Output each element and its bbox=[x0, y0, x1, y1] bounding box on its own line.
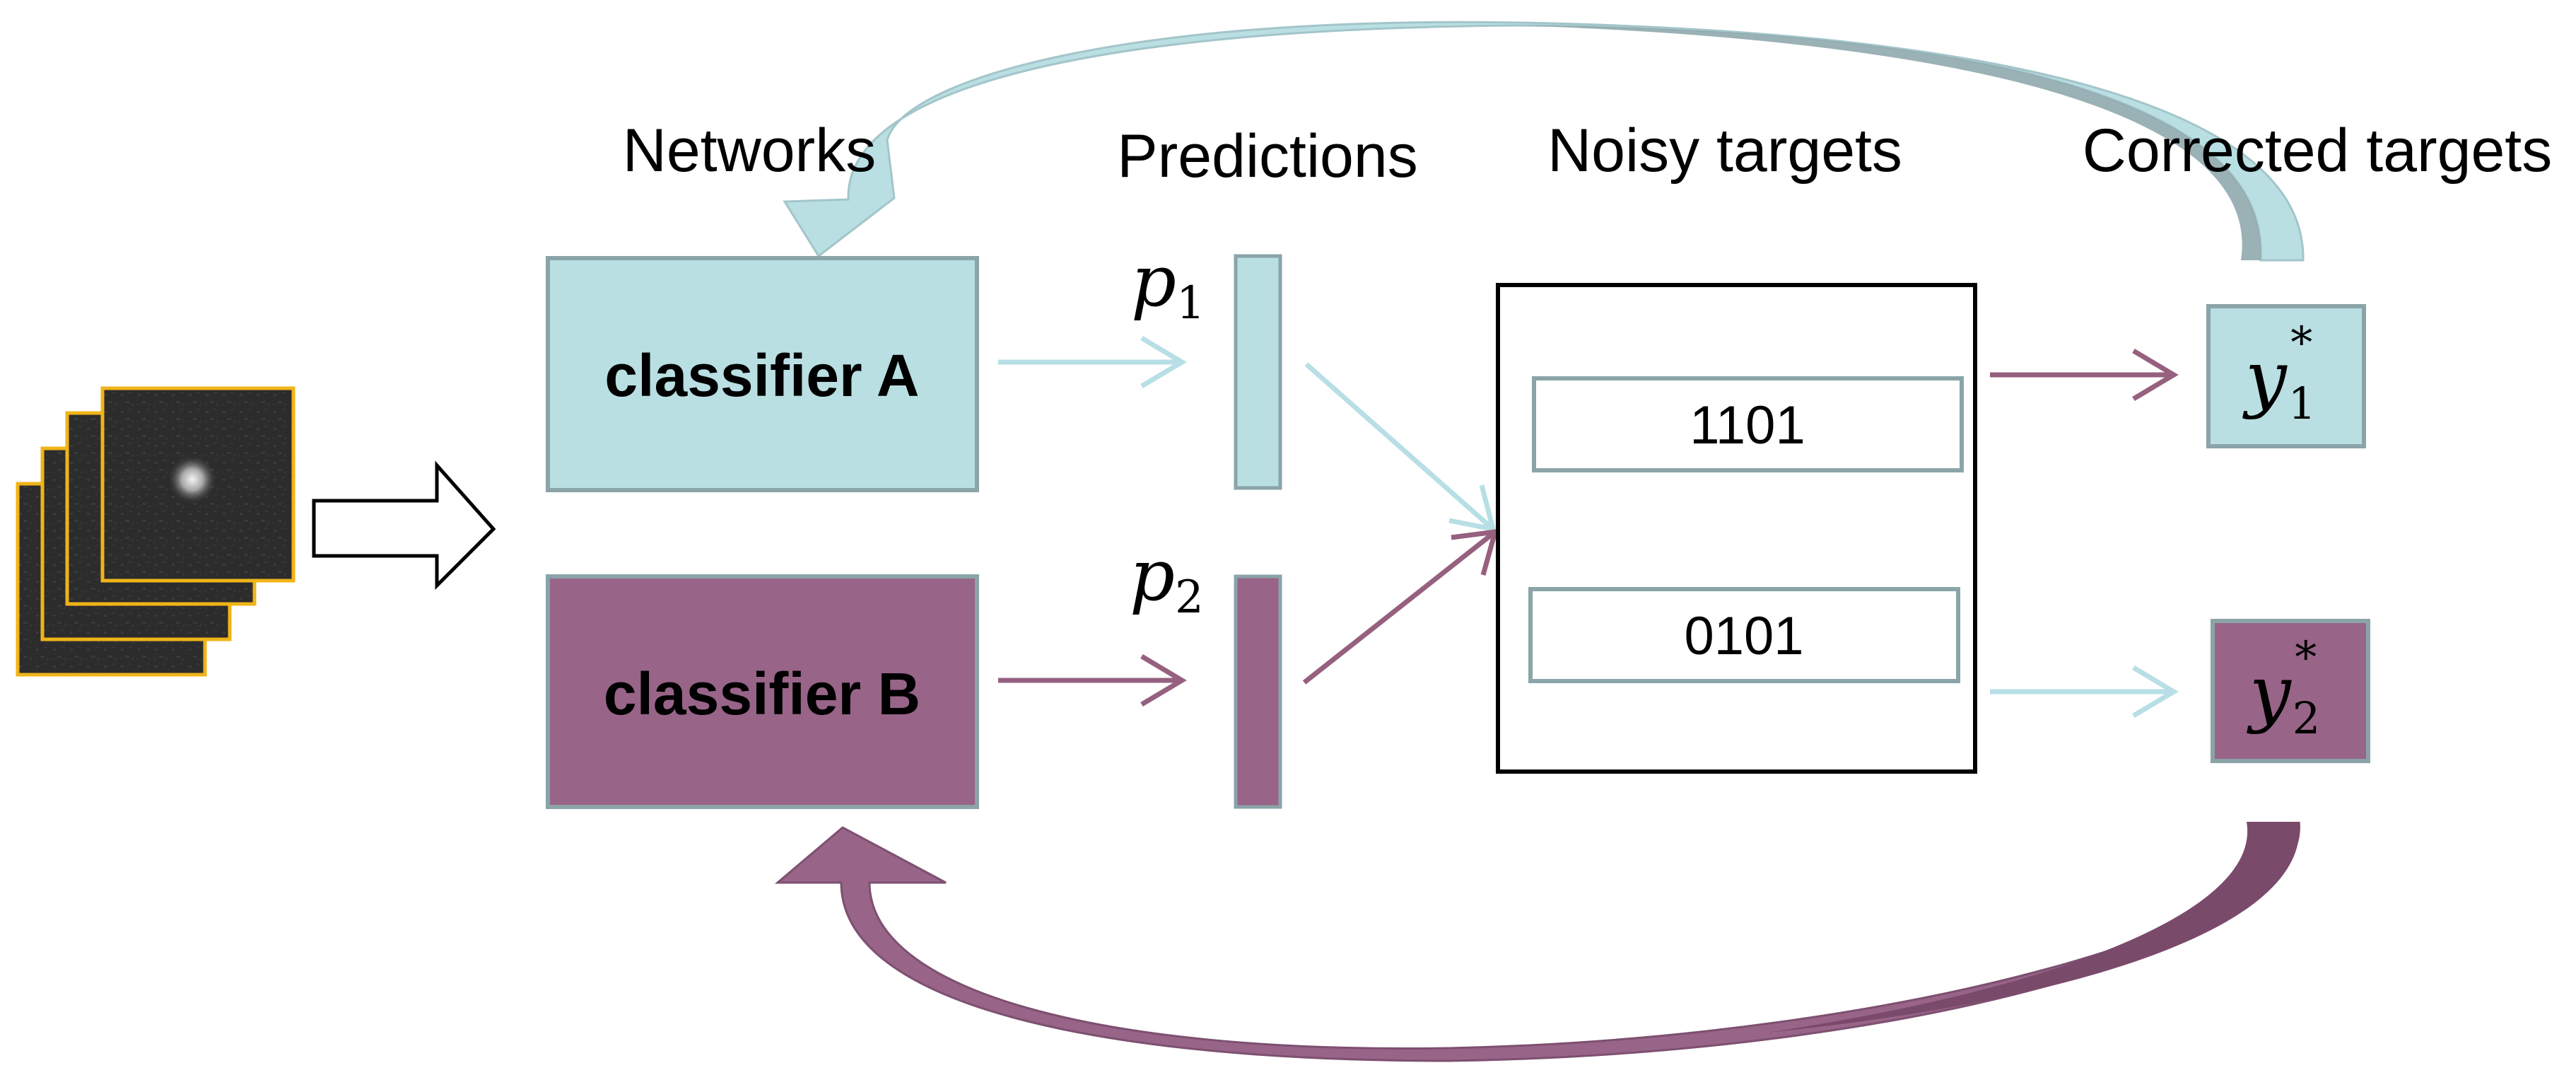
classifier-b-label: classifier B bbox=[604, 661, 920, 727]
y2-label: y2* bbox=[2247, 632, 2320, 744]
noisy-target-2-field bbox=[1528, 587, 1960, 683]
classifier-b-box: classifier B bbox=[546, 574, 979, 809]
noisy-targets-header: Noisy targets bbox=[1547, 117, 1902, 185]
noisy-target-1-field bbox=[1532, 376, 1964, 472]
classifier-a-box: classifier A bbox=[546, 256, 979, 492]
prediction-bar-p1 bbox=[1234, 254, 1282, 490]
y1-label: y1* bbox=[2242, 317, 2316, 429]
predictions-header: Predictions bbox=[1117, 122, 1417, 190]
corrected-target-y2-box: y2* bbox=[2211, 619, 2370, 763]
classifier-a-label: classifier A bbox=[604, 342, 919, 409]
p1-label: p1 bbox=[1131, 240, 1205, 330]
noisy-target-2-value: 0101 bbox=[1684, 606, 1803, 666]
arrow-target1-to-y1 bbox=[1990, 348, 2179, 402]
bottom-feedback-arrow bbox=[774, 821, 2300, 1062]
hollow-arrow-icon bbox=[312, 460, 496, 591]
noisy-targets-box: 1101 0101 bbox=[1496, 283, 1977, 774]
arrow-p1-to-targets bbox=[1304, 362, 1497, 533]
image-stack-icon bbox=[16, 386, 295, 677]
noisy-target-1-value: 1101 bbox=[1690, 395, 1805, 455]
top-feedback-arrow bbox=[783, 21, 2305, 262]
corrected-target-y1-box: y1* bbox=[2206, 304, 2366, 448]
networks-header: Networks bbox=[623, 117, 876, 185]
corrected-targets-header: Corrected targets bbox=[2083, 117, 2552, 185]
arrow-b-to-p2 bbox=[998, 653, 1187, 707]
arrow-p2-to-targets bbox=[1302, 528, 1499, 685]
prediction-bar-p2 bbox=[1234, 574, 1282, 809]
arrow-a-to-p1 bbox=[998, 335, 1187, 389]
arrow-target2-to-y2 bbox=[1990, 665, 2179, 719]
p2-label: p2 bbox=[1130, 534, 1204, 624]
